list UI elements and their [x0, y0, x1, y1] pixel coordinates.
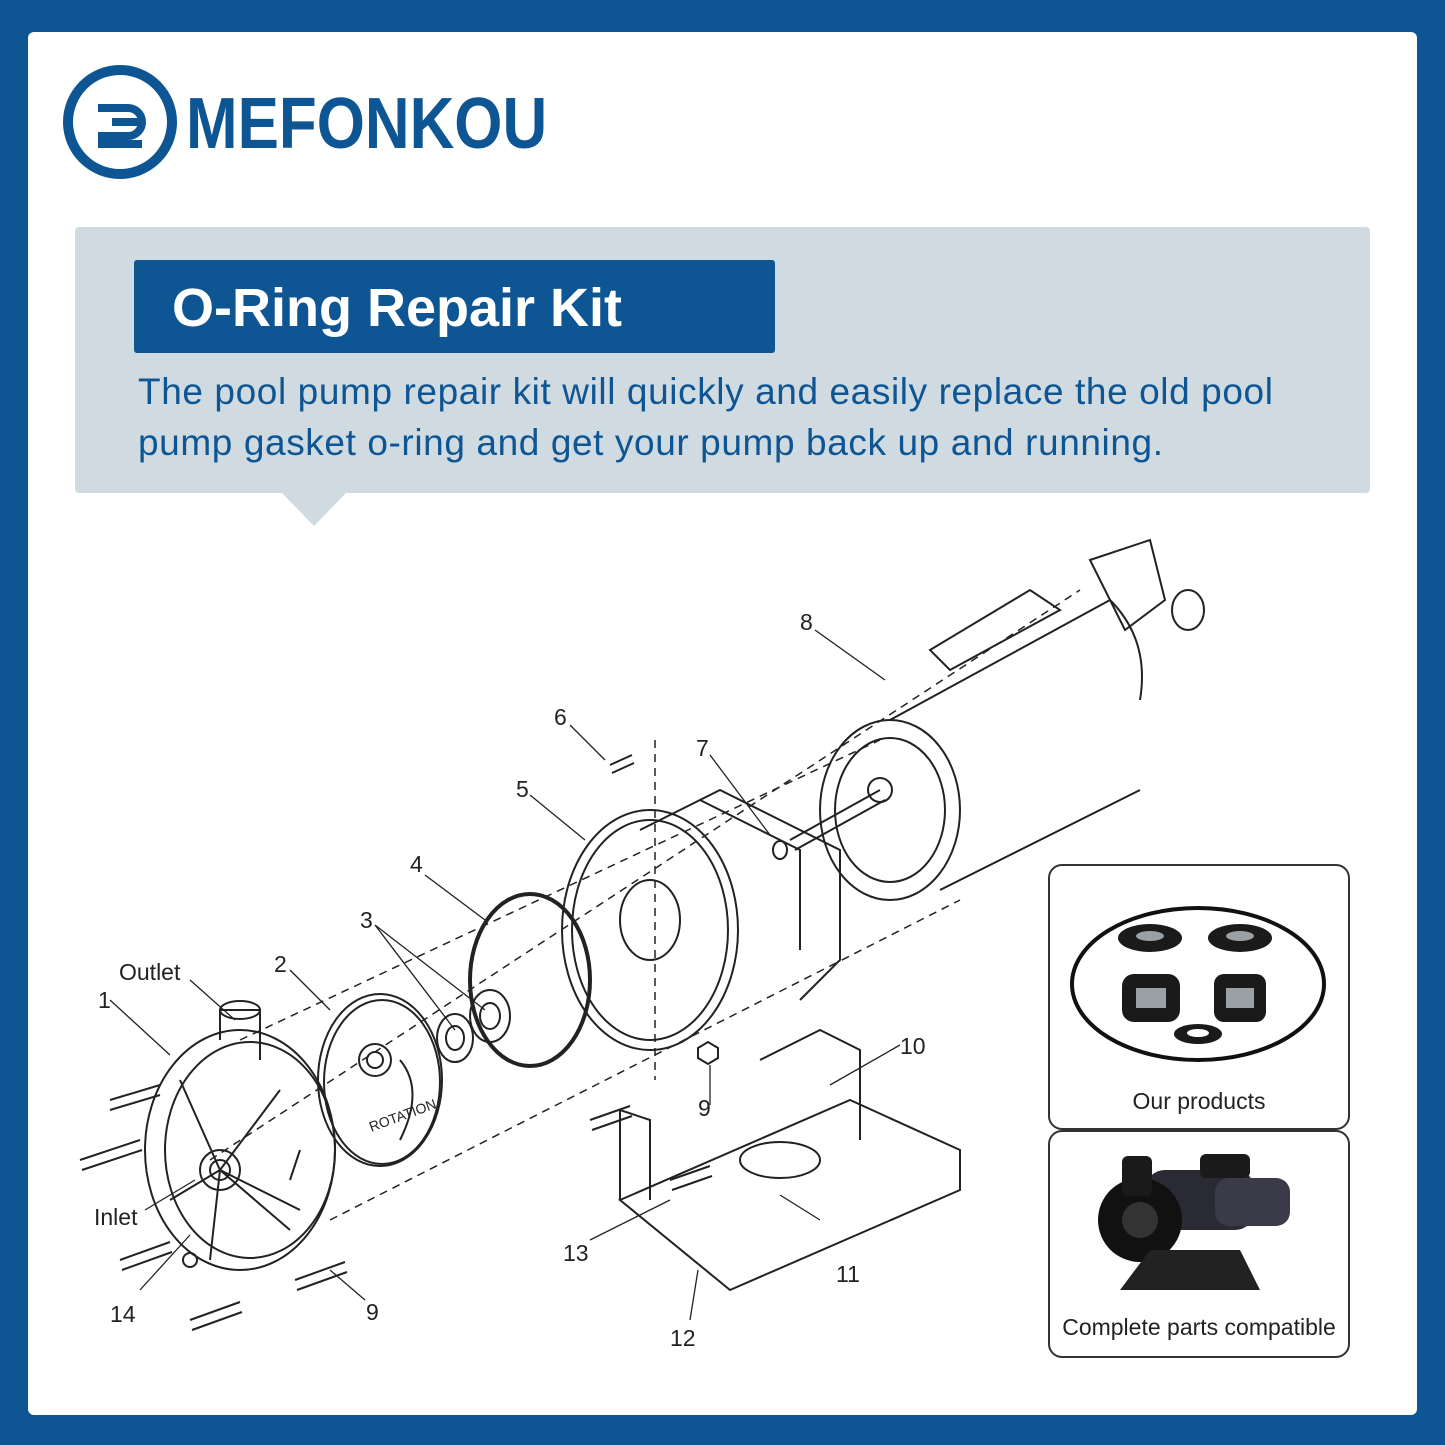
label-13: 13: [563, 1240, 589, 1266]
screw: [609, 754, 635, 774]
pump-housing: [144, 1000, 336, 1271]
label-inlet: Inlet: [94, 1204, 138, 1230]
label-9-nut: 9: [698, 1095, 711, 1121]
shaft-seal: [436, 989, 511, 1063]
leader-lines: [109, 629, 901, 1321]
product-description: The pool pump repair kit will quickly an…: [138, 371, 1274, 463]
label-12: 12: [670, 1325, 696, 1351]
o-ring: [468, 892, 592, 1068]
motor: [789, 538, 1205, 901]
label-11: 11: [836, 1261, 860, 1287]
brand-name: MEFONKOU: [186, 84, 548, 164]
label-14: 14: [110, 1301, 136, 1327]
label-4: 4: [410, 851, 423, 877]
label-outlet: Outlet: [119, 959, 181, 985]
nut: [697, 1040, 719, 1066]
impeller: [317, 993, 443, 1167]
pool-pump-image: [1098, 1154, 1290, 1290]
label-1: 1: [98, 987, 111, 1013]
seal-plate: [561, 788, 841, 1051]
assembly-axis-lines: [209, 589, 1081, 1221]
label-5: 5: [516, 776, 529, 802]
label-8: 8: [800, 609, 813, 635]
o-ring-kit-image: [1070, 906, 1326, 1062]
label-3: 3: [360, 907, 373, 933]
small-o-ring: [772, 840, 788, 860]
compatible-pump-panel: Complete parts compatible: [1048, 1130, 1350, 1358]
compatible-caption: Complete parts compatible: [1062, 1314, 1336, 1340]
our-products-caption: Our products: [1132, 1088, 1266, 1114]
motor-base: [589, 1028, 961, 1292]
exploded-pump-diagram: Outlet Inlet 1 2 3 4 5 6 7 8 9 9 10 11 1…: [79, 538, 1205, 1351]
label-7: 7: [696, 735, 709, 761]
housing-bolts: [79, 1084, 348, 1331]
title-box: [134, 260, 775, 353]
label-9-bolt: 9: [366, 1299, 379, 1325]
label-2: 2: [274, 951, 287, 977]
mefonkou-logo-icon: [63, 65, 177, 179]
info-panel-pointer: [282, 493, 346, 526]
label-10: 10: [900, 1033, 926, 1059]
impeller-rotation-text: ROTATION: [367, 1096, 439, 1135]
label-6: 6: [554, 704, 567, 730]
page-title: O-Ring Repair Kit: [172, 278, 623, 338]
our-products-panel: Our products: [1048, 864, 1350, 1130]
